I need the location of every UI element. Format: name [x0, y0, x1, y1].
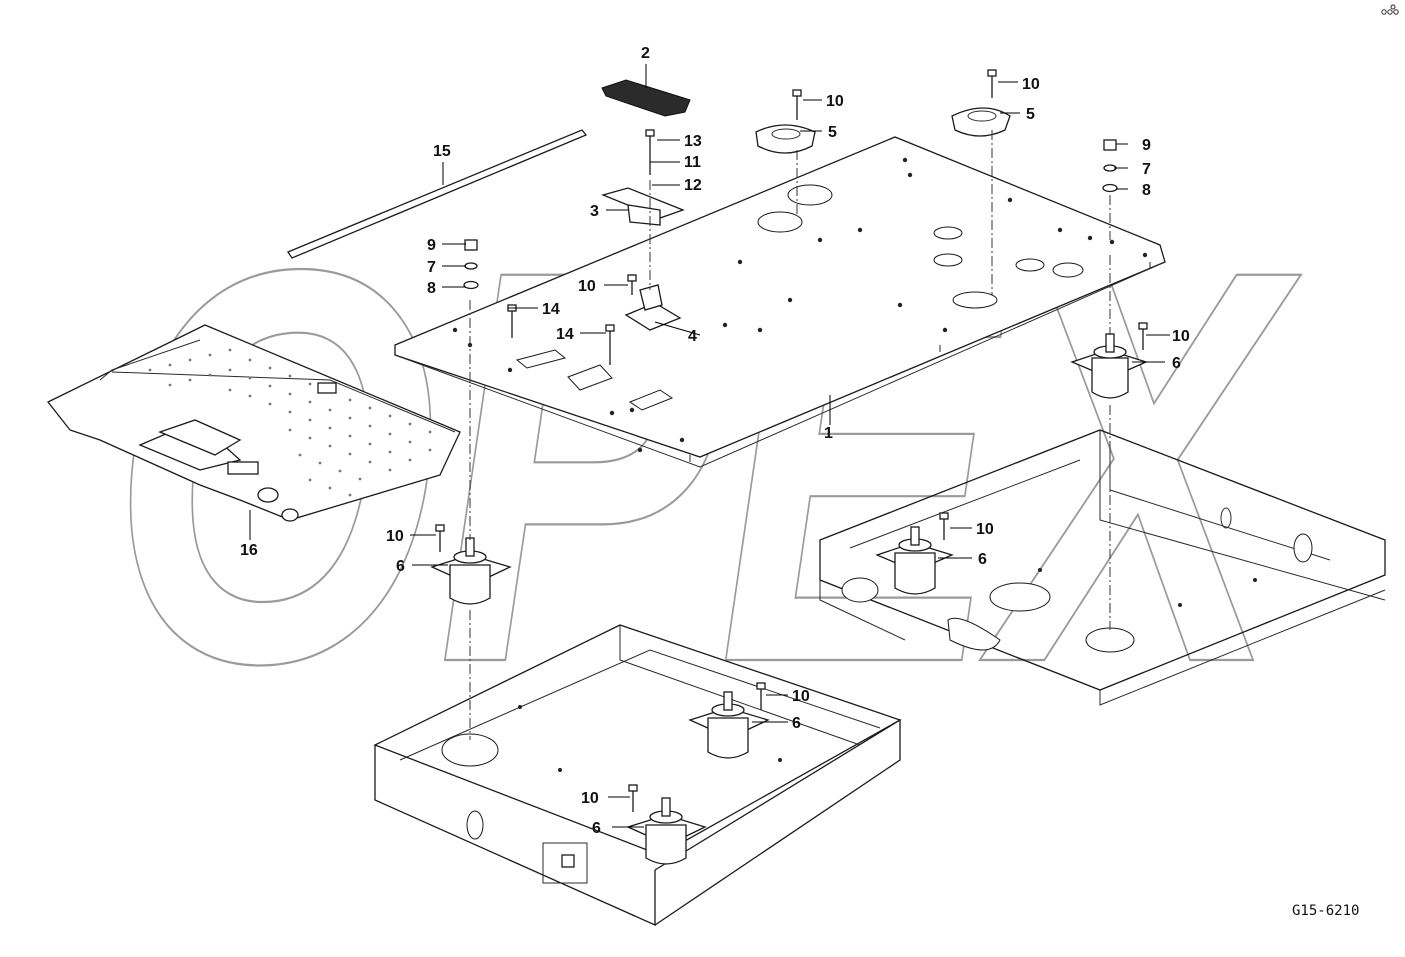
callout-9: 9: [427, 237, 436, 254]
callout-10: 10: [1022, 76, 1040, 93]
floor-plate: [394, 136, 1166, 468]
callout-4: 4: [688, 328, 697, 345]
callout-15: 15: [433, 143, 451, 160]
callout-10: 10: [826, 93, 844, 110]
callout-10: 10: [386, 528, 404, 545]
callout-labels: 1 2 3 4 5 5 6 6 6 6 6 7 7 8 8 9 9 10 10 …: [240, 45, 1190, 837]
callout-6: 6: [792, 715, 801, 732]
leader-lines: [249, 64, 1170, 828]
mount-middle-right: [875, 526, 954, 595]
cover-plate-left: [755, 124, 816, 154]
callout-8: 8: [1142, 182, 1151, 199]
lower-frame-section: [373, 624, 902, 927]
bracket-3: [600, 187, 685, 226]
callout-3: 3: [590, 203, 599, 220]
callout-14: 14: [542, 301, 560, 318]
mount-lower-middle: [688, 691, 770, 759]
callout-5: 5: [828, 124, 837, 141]
pad: [601, 79, 691, 117]
callout-2: 2: [641, 45, 650, 62]
callout-1: 1: [824, 425, 833, 442]
cover-plate-right: [951, 107, 1011, 137]
trim-strip: [287, 129, 588, 259]
callout-6: 6: [396, 558, 405, 575]
callout-16: 16: [240, 542, 258, 559]
callout-6: 6: [592, 820, 601, 837]
callout-6: 6: [1172, 355, 1181, 372]
bracket-4: [624, 284, 682, 331]
callout-10: 10: [578, 278, 596, 295]
callout-6: 6: [978, 551, 987, 568]
diagram-reference-code: G15-6210: [1292, 903, 1359, 919]
callout-7: 7: [427, 259, 436, 276]
callout-13: 13: [684, 133, 702, 150]
callout-8: 8: [427, 280, 436, 297]
mount-top-right: [1070, 333, 1148, 399]
fasteners: [435, 69, 1148, 812]
callout-10: 10: [1172, 328, 1190, 345]
callout-10: 10: [976, 521, 994, 538]
callout-10: 10: [581, 790, 599, 807]
mount-left: [430, 537, 512, 605]
callout-7: 7: [1142, 161, 1151, 178]
callout-9: 9: [1142, 137, 1151, 154]
callout-10: 10: [792, 688, 810, 705]
brand-logo-icon: [1381, 4, 1399, 15]
callout-5: 5: [1026, 106, 1035, 123]
callout-14: 14: [556, 326, 574, 343]
floor-mat: [46, 324, 461, 522]
alignment-lines: [469, 130, 1111, 740]
mount-bottom: [626, 797, 707, 865]
callout-12: 12: [684, 177, 702, 194]
callout-11: 11: [684, 154, 701, 171]
